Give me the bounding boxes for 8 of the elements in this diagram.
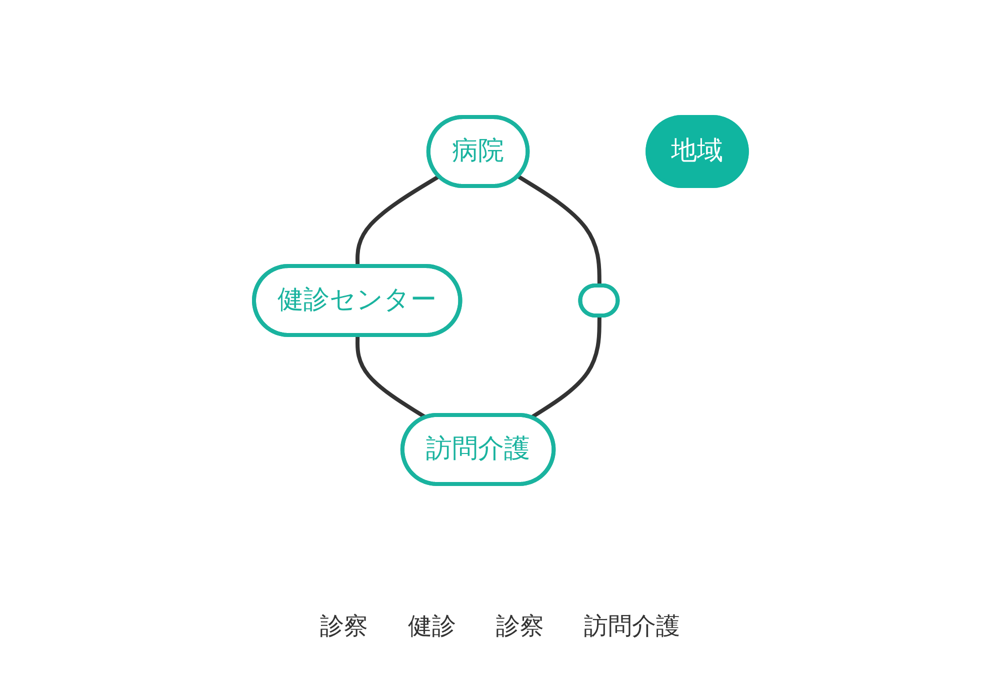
ring-label: 健診 [408, 611, 456, 642]
connector [530, 315, 602, 419]
connector [355, 334, 426, 419]
ring-label: 訪問介護 [584, 611, 680, 642]
ring-label: 診察 [320, 611, 368, 642]
connector [516, 174, 602, 286]
connector [355, 174, 440, 266]
ring-label: 診察 [496, 611, 544, 642]
